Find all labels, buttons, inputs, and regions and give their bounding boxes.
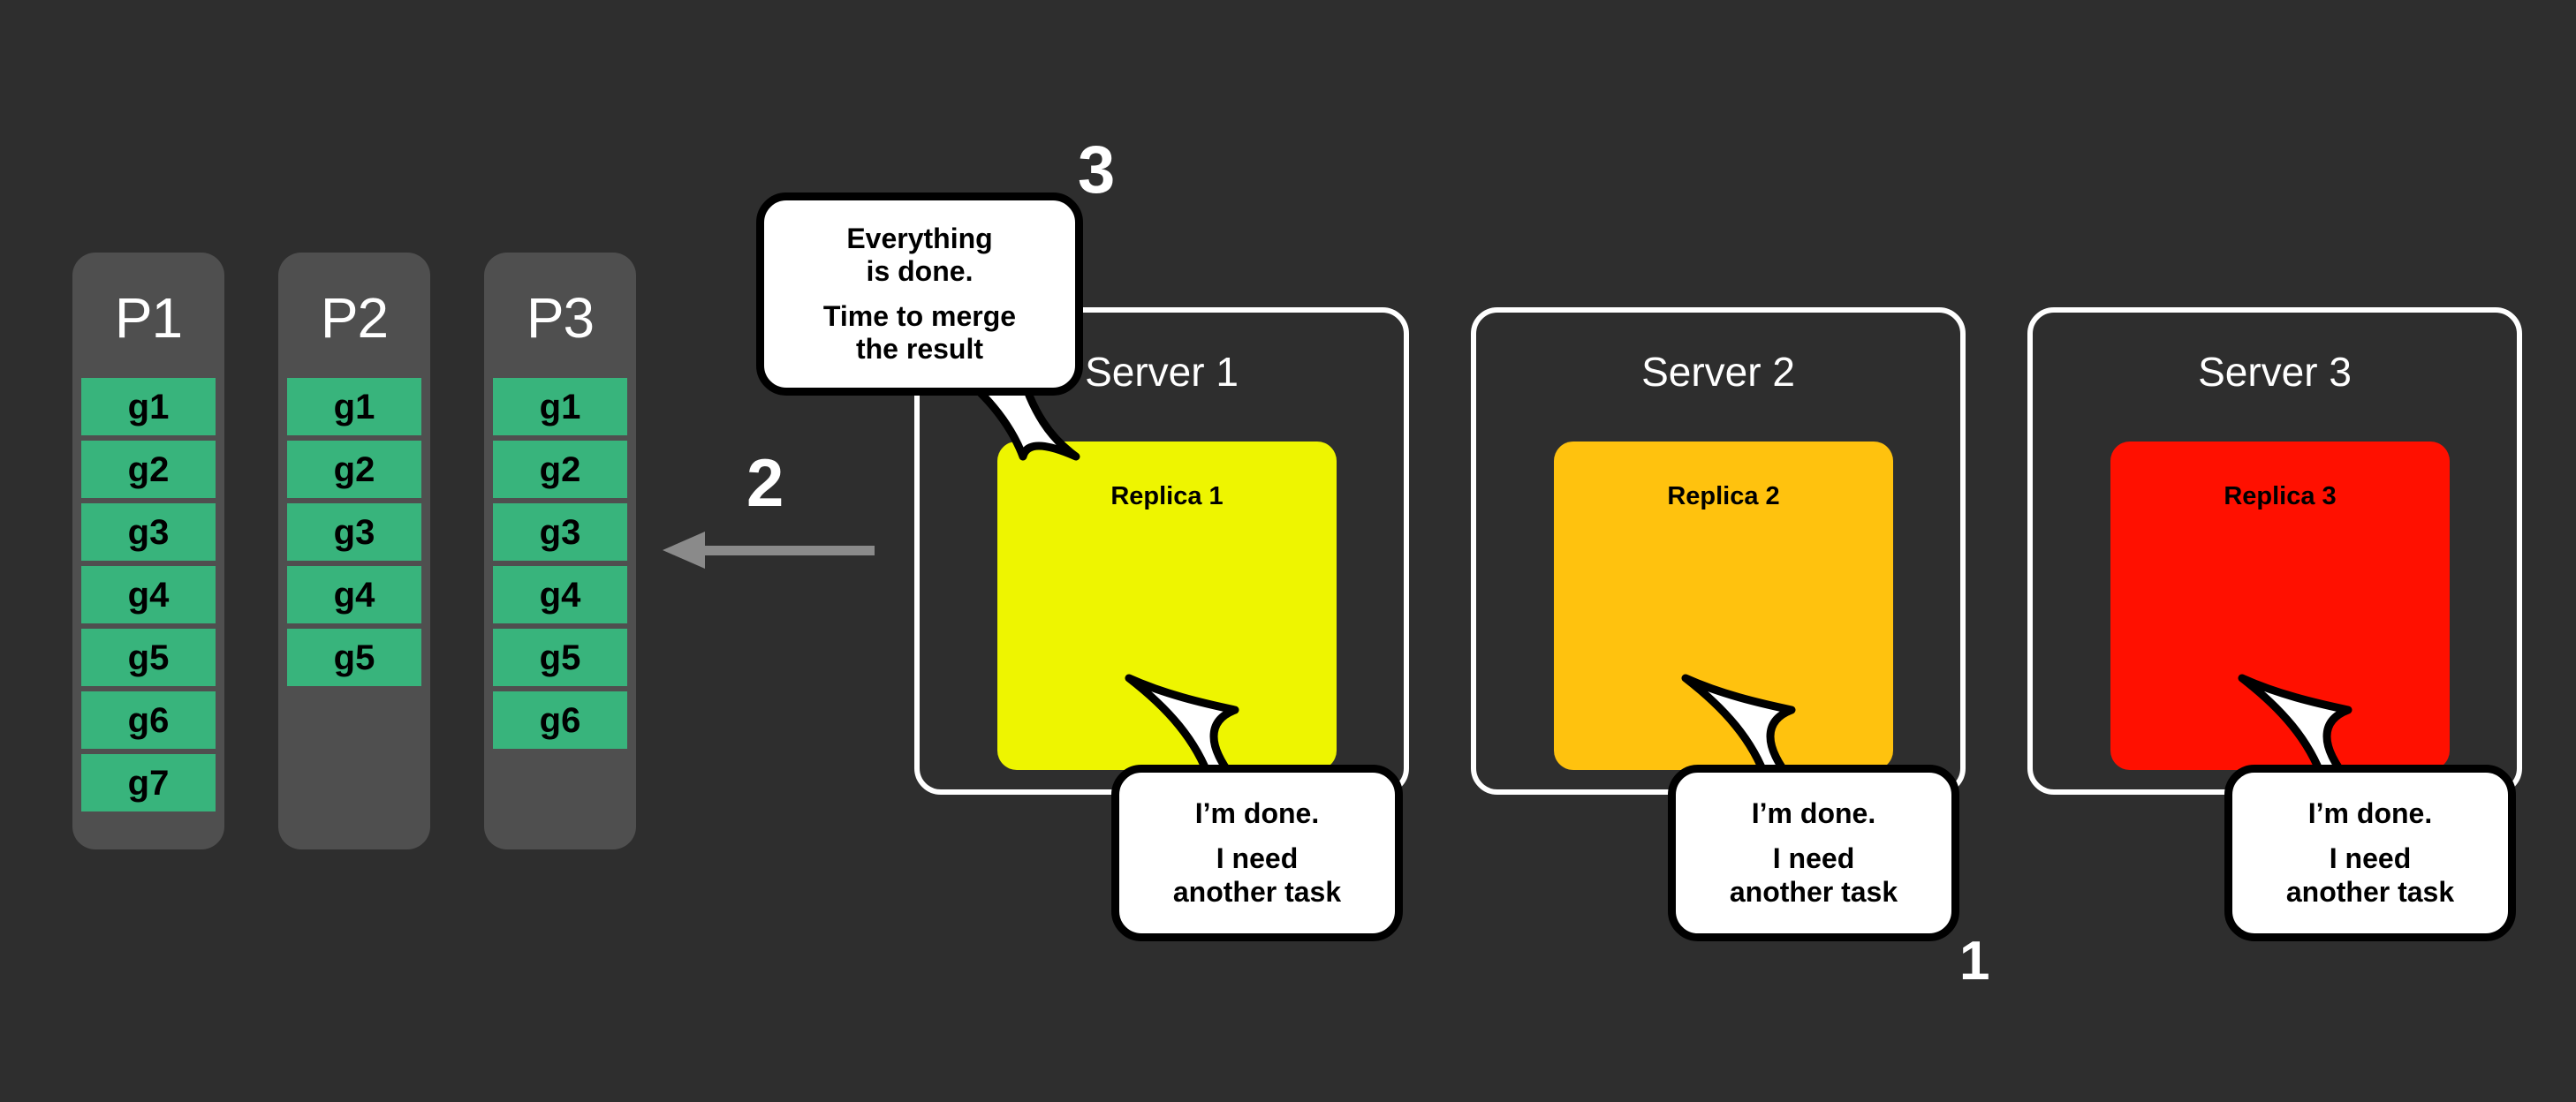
server-2-title: Server 2: [1641, 349, 1795, 395]
chunk-item[interactable]: g3: [287, 503, 421, 561]
chunk-item[interactable]: g2: [493, 441, 627, 498]
partition-p2-title: P2: [320, 286, 389, 350]
done-bubble-line-3: another task: [2285, 875, 2455, 908]
done-bubble-line-1: I’m done.: [1194, 797, 1320, 830]
partition-p1[interactable]: P1 g1 g2 g3 g4 g5 g6 g7: [72, 253, 224, 849]
replica-2-label: Replica 2: [1667, 482, 1780, 510]
server-2[interactable]: Server 2 Replica 2: [1471, 307, 1966, 795]
replica-3-block[interactable]: Replica 3: [2110, 442, 2450, 770]
done-bubble-line-3: another task: [1172, 875, 1342, 908]
chunk-item[interactable]: g3: [493, 503, 627, 561]
merge-arrow-left-icon: [663, 532, 875, 569]
done-bubble-paragraph-2: I need another task: [1730, 842, 1898, 908]
chunk-item[interactable]: g1: [81, 378, 216, 435]
arrow-shaft: [701, 546, 875, 555]
merge-bubble-paragraph-2: Time to merge the result: [823, 300, 1016, 366]
chunk-item[interactable]: g5: [493, 629, 627, 686]
chunk-item[interactable]: g7: [81, 754, 216, 811]
chunk-item[interactable]: g5: [287, 629, 421, 686]
done-bubble-line-1: I’m done.: [1751, 797, 1876, 830]
done-bubble-paragraph-2: I need another task: [1173, 842, 1341, 908]
chunk-item[interactable]: g4: [493, 566, 627, 623]
chunk-item[interactable]: g3: [81, 503, 216, 561]
arrow-head-icon: [663, 532, 705, 569]
chunk-item[interactable]: g4: [287, 566, 421, 623]
partition-p2[interactable]: P2 g1 g2 g3 g4 g5: [278, 253, 430, 849]
replica-1-label: Replica 1: [1110, 482, 1224, 510]
merge-bubble-paragraph-1: Everything is done.: [846, 223, 992, 288]
done-bubble-paragraph-2: I need another task: [2286, 842, 2454, 908]
done-bubble-line-3: another task: [1729, 875, 1898, 908]
chunk-item[interactable]: g5: [81, 629, 216, 686]
done-speech-bubble-server-3: I’m done. I need another task: [2224, 765, 2516, 941]
merge-bubble-line-1: Everything: [846, 222, 993, 254]
done-speech-bubble-server-1: I’m done. I need another task: [1111, 765, 1403, 941]
partition-p3-title: P3: [526, 286, 595, 350]
server-3-title: Server 3: [2198, 349, 2352, 395]
chunk-item[interactable]: g2: [287, 441, 421, 498]
replica-1-block[interactable]: Replica 1: [997, 442, 1337, 770]
chunk-item[interactable]: g6: [493, 691, 627, 749]
chunk-item[interactable]: g1: [287, 378, 421, 435]
step-number-1: 1: [1959, 931, 1990, 992]
partition-p2-chunk-list: g1 g2 g3 g4 g5: [287, 378, 421, 686]
server-1-title: Server 1: [1085, 349, 1239, 395]
merge-bubble-line-2: is done.: [866, 254, 974, 287]
step-number-2: 2: [746, 446, 784, 521]
server-3[interactable]: Server 3 Replica 3: [2027, 307, 2522, 795]
partition-p1-title: P1: [114, 286, 183, 350]
done-bubble-line-1: I’m done.: [2307, 797, 2433, 830]
replica-3-label: Replica 3: [2224, 482, 2337, 510]
chunk-item[interactable]: g4: [81, 566, 216, 623]
chunk-item[interactable]: g1: [493, 378, 627, 435]
merge-speech-bubble: Everything is done. Time to merge the re…: [756, 192, 1083, 396]
partition-p3-chunk-list: g1 g2 g3 g4 g5 g6: [493, 378, 627, 749]
partition-p3[interactable]: P3 g1 g2 g3 g4 g5 g6: [484, 253, 636, 849]
merge-bubble-line-3: Time to merge: [822, 300, 1017, 332]
done-bubble-line-2: I need: [2329, 842, 2412, 875]
chunk-item[interactable]: g6: [81, 691, 216, 749]
chunk-item[interactable]: g2: [81, 441, 216, 498]
replica-2-block[interactable]: Replica 2: [1554, 442, 1893, 770]
merge-bubble-line-4: the result: [855, 333, 983, 366]
done-bubble-line-2: I need: [1216, 842, 1299, 875]
partition-p1-chunk-list: g1 g2 g3 g4 g5 g6 g7: [81, 378, 216, 811]
step-number-3: 3: [1078, 132, 1116, 208]
done-speech-bubble-server-2: I’m done. I need another task: [1668, 765, 1959, 941]
done-bubble-line-2: I need: [1772, 842, 1855, 875]
